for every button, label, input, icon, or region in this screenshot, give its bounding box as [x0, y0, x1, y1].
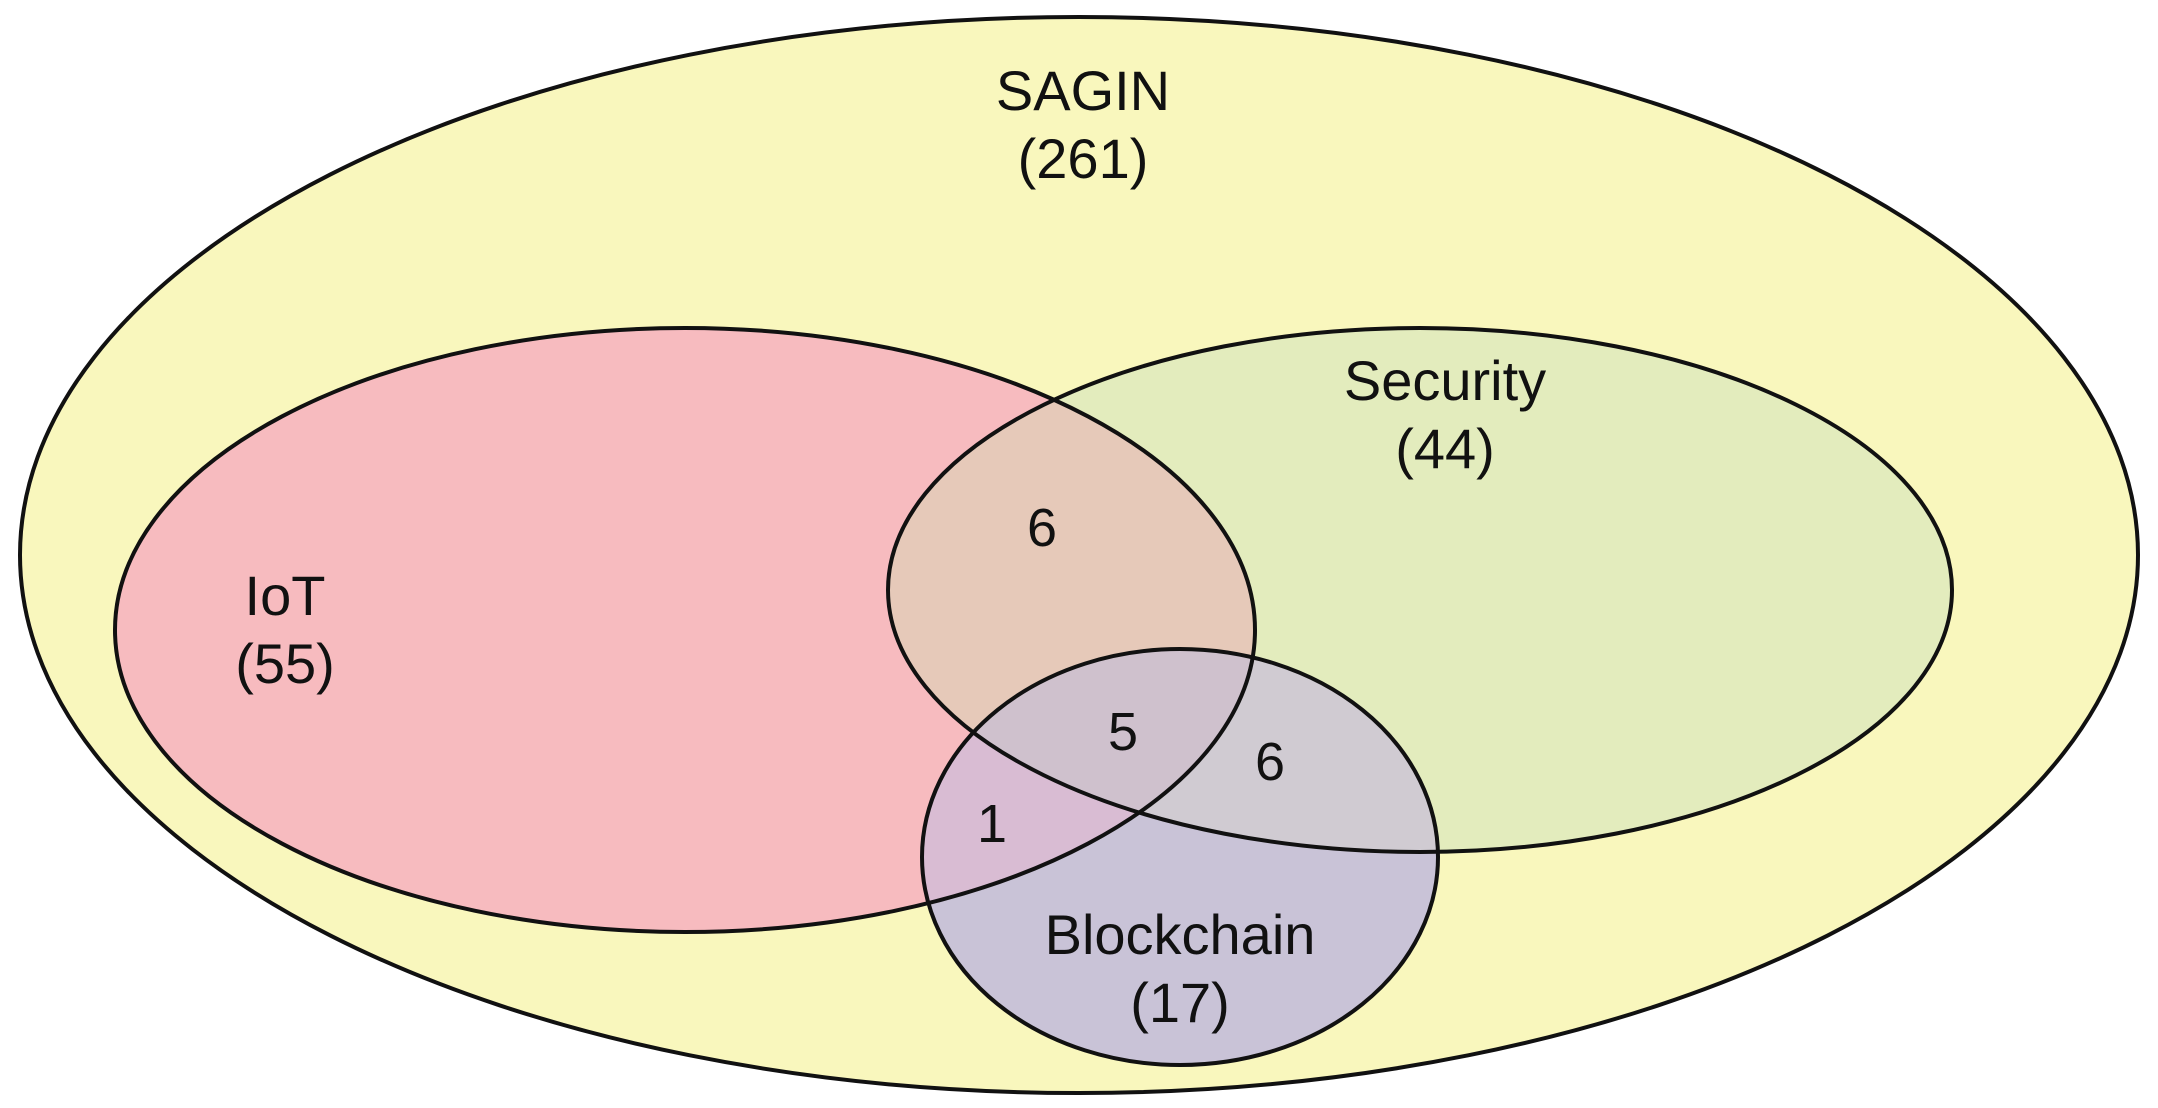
- sagin-count: (261): [1018, 127, 1149, 190]
- security-label: Security: [1344, 349, 1546, 412]
- iot-count: (55): [235, 632, 335, 695]
- blockchain-count: (17): [1130, 971, 1230, 1034]
- blockchain-set-outline: [920, 647, 1440, 1067]
- security-count: (44): [1395, 417, 1495, 480]
- blockchain-label: Blockchain: [1045, 903, 1316, 966]
- iot-set-outline: [113, 326, 1257, 934]
- iot-blockchain-count: 1: [977, 794, 1007, 854]
- iot-security-blockchain-count: 5: [1108, 702, 1138, 762]
- iot-security-blockchain-overlap: [922, 649, 1255, 852]
- sagin-label: SAGIN: [996, 59, 1170, 122]
- iot-security-count: 6: [1027, 498, 1057, 558]
- security-set-outline: [886, 326, 1954, 854]
- security-blockchain-count: 6: [1255, 732, 1285, 792]
- iot-label: IoT: [245, 564, 326, 627]
